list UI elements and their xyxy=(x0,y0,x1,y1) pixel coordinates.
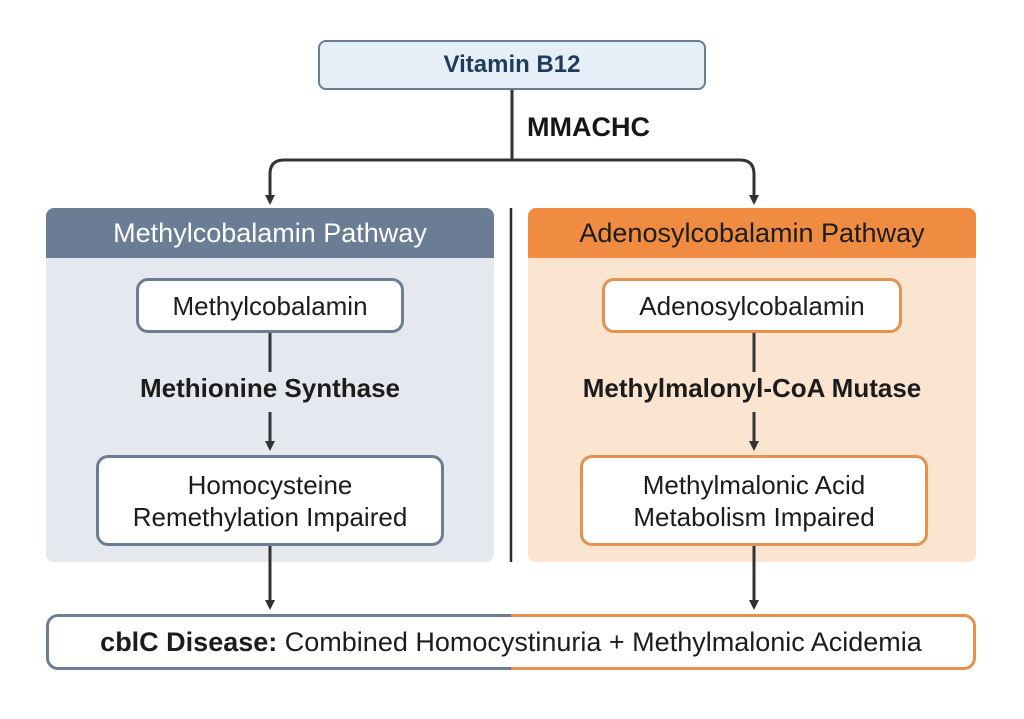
adenosylcobalamin-label: Adenosylcobalamin xyxy=(639,290,865,321)
methylmalonic-line1: Methylmalonic Acid xyxy=(642,469,866,500)
methylcobalamin-pathway-title: Methylcobalamin Pathway xyxy=(46,208,494,258)
cblc-disease-box: cblC Disease: Combined Homocystinuria + … xyxy=(46,614,976,670)
homocysteine-remethylation-node: Homocysteine Remethylation Impaired xyxy=(96,455,444,546)
vitamin-b12-box: Vitamin B12 xyxy=(318,40,706,90)
methylcobalamin-label: Methylcobalamin xyxy=(172,290,368,321)
methylmalonic-acid-metabolism-node: Methylmalonic Acid Metabolism Impaired xyxy=(580,455,928,546)
homocysteine-line1: Homocysteine xyxy=(187,469,353,500)
methylcobalamin-node: Methylcobalamin xyxy=(136,278,404,333)
cblc-disease-description: Combined Homocystinuria + Methylmalonic … xyxy=(284,626,922,657)
methylmalonyl-coa-mutase-label: Methylmalonyl-CoA Mutase xyxy=(582,373,922,403)
adenosylcobalamin-pathway-title: Adenosylcobalamin Pathway xyxy=(528,208,976,258)
adenosylcobalamin-node: Adenosylcobalamin xyxy=(602,278,902,333)
connector-branch xyxy=(268,158,756,186)
methylmalonic-line2: Metabolism Impaired xyxy=(633,501,875,532)
mmachc-gene-label: MMACHC xyxy=(527,112,650,142)
vitamin-b12-label: Vitamin B12 xyxy=(443,51,581,78)
homocysteine-line2: Remethylation Impaired xyxy=(132,501,408,532)
methionine-synthase-label: Methionine Synthase xyxy=(139,373,401,403)
cblc-disease-name: cblC Disease: xyxy=(100,626,278,657)
